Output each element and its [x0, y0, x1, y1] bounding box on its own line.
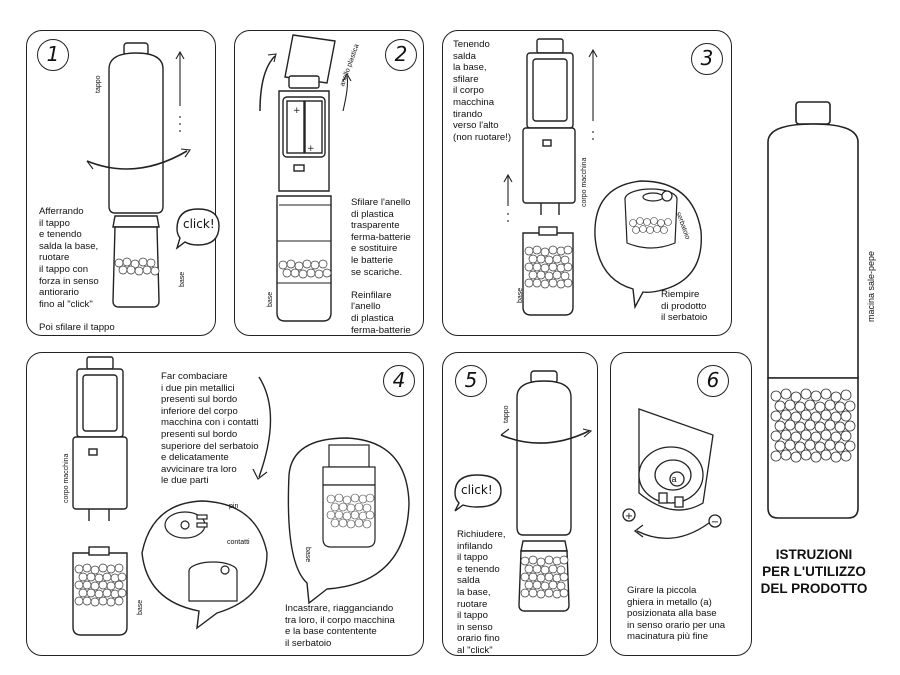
marker-text: a: [671, 474, 676, 484]
step-3-text-2: Riempire di prodotto il serbatoio: [661, 289, 708, 324]
step-1-number: 1: [37, 39, 69, 71]
body-label: corpo macchina: [63, 453, 70, 503]
svg-text:+: +: [307, 144, 315, 154]
assembly-illustration: [72, 356, 410, 636]
grind-adjust-illustration: a + −: [622, 408, 722, 539]
step-3-text: Tenendo salda la base, sfilare il corpo …: [453, 39, 512, 143]
minus-sign: −: [711, 517, 719, 528]
step-3-panel: 3: [442, 30, 732, 336]
step-4-number: 4: [383, 365, 415, 397]
grinder-open-illustration: [86, 42, 220, 308]
cap-label: tappo: [503, 405, 510, 423]
assembled-grinder-illustration: [767, 101, 859, 519]
step-3-number: 3: [691, 43, 723, 75]
step-1-text: Afferrando il tappo e tenendo salda la b…: [39, 206, 115, 333]
pin-label: pin: [229, 503, 239, 510]
base-label: base: [517, 287, 524, 303]
svg-text:+: +: [293, 106, 301, 116]
page-title: ISTRUZIONI PER L'UTILIZZO DEL PRODOTTO: [760, 547, 868, 596]
step-6-number: 6: [697, 365, 729, 397]
step-1-panel: 1 click! tappo base Afferrando il tappo …: [26, 30, 220, 336]
step-4-text: Far combaciare i due pin metallici prese…: [161, 371, 259, 487]
step-2-number: 2: [385, 39, 417, 71]
cap-label: tappo: [95, 75, 102, 93]
step-5-panel: 5 click! tappo Richiudere, infilando il …: [442, 352, 598, 656]
click-bubble-text: click!: [461, 483, 493, 497]
step-6-text: Girare la piccola ghiera in metallo (a) …: [627, 585, 726, 643]
step-5-number: 5: [455, 365, 487, 397]
step-6-panel: 6 a + − Girare la piccola ghiera in meta…: [610, 352, 752, 656]
plus-sign: +: [625, 511, 633, 522]
click-bubble-text: click!: [183, 217, 215, 231]
product-label: macina sale-pepe: [866, 250, 876, 322]
base-label: base: [179, 271, 186, 287]
base-label: base: [304, 547, 311, 563]
step-4-panel: 4: [26, 352, 424, 656]
step-5-text: Richiudere, infilando il tappo e tenendo…: [457, 529, 506, 656]
body-separation-illustration: [503, 38, 702, 316]
contacts-label: contatti: [227, 539, 250, 546]
step-2-text: Sfilare l'anello di plastica trasparente…: [351, 197, 411, 336]
step-2-panel: 2 + + anello plastica base: [234, 30, 424, 336]
battery-illustration: + +: [259, 34, 352, 322]
grinder-close-illustration: [454, 370, 593, 612]
base-label: base: [137, 599, 144, 615]
base-label: base: [267, 291, 274, 307]
body-label: corpo macchina: [581, 157, 588, 207]
step-4-text-2: Incastrare, riagganciando tra loro, il c…: [285, 603, 395, 649]
